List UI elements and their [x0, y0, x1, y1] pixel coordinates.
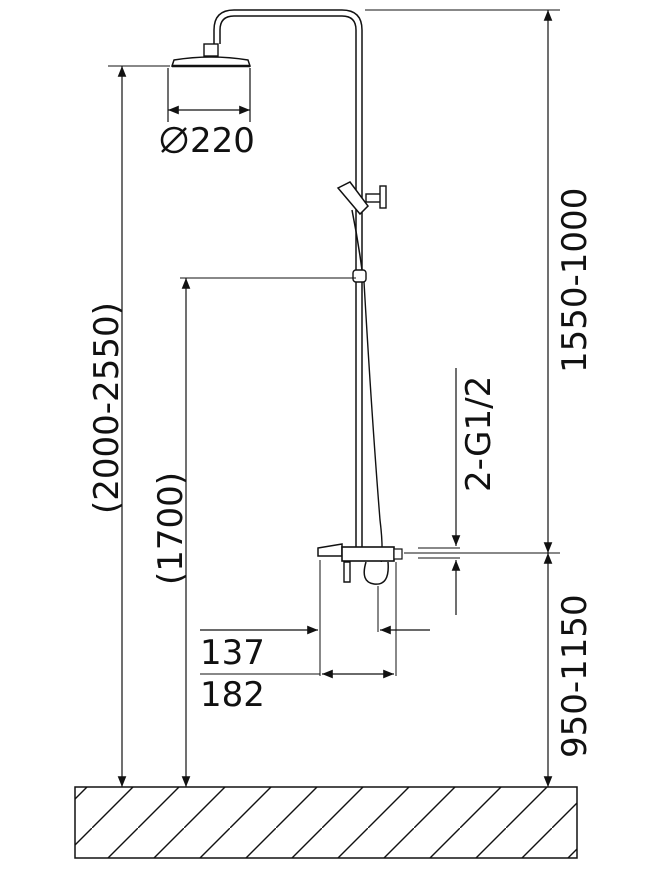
inlet-thread-label: 2-G1/2 — [459, 376, 499, 492]
head-diameter-label: 220 — [190, 121, 255, 161]
riser-length-label: 1550-1000 — [555, 188, 595, 373]
spout-182-label: 182 — [200, 675, 265, 715]
inlet-height-label: 950-1150 — [555, 594, 595, 758]
spout-137-label: 137 — [200, 633, 265, 673]
riser-pipe — [213, 9, 363, 548]
rain-shower-head — [167, 43, 252, 122]
shower-hose — [363, 281, 383, 576]
spout-dimensions — [200, 560, 430, 679]
mixer-valve — [317, 543, 403, 585]
diameter-icon — [160, 126, 188, 154]
total-height-label: (2000-2550) — [87, 302, 127, 514]
hand-shower — [336, 181, 387, 283]
reference-lines — [108, 9, 560, 559]
rail-height-label: (1700) — [151, 472, 191, 585]
floor-block — [74, 786, 578, 859]
